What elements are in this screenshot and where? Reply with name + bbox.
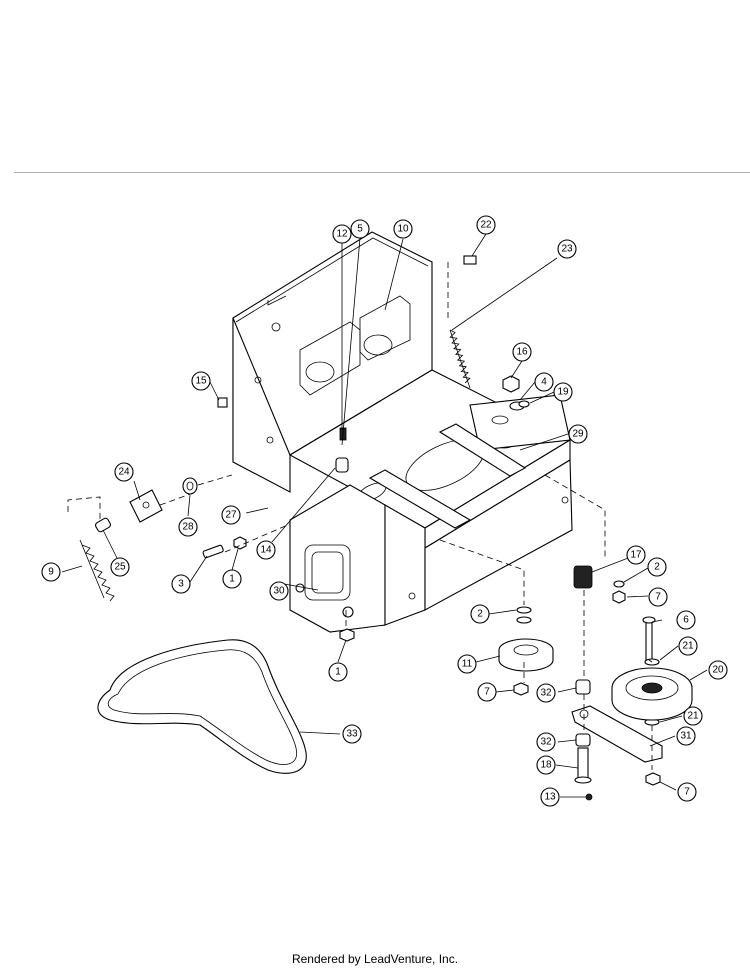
callout-5: 5 [350, 219, 370, 239]
callout-30: 30 [269, 581, 289, 601]
svg-text:3: 3 [178, 579, 184, 590]
svg-text:6: 6 [683, 615, 689, 626]
svg-text:24: 24 [118, 467, 130, 478]
callout-22: 22 [476, 215, 496, 235]
nut-1-lower [339, 628, 355, 642]
callout-14: 14 [256, 540, 276, 560]
callout-2-a: 2 [647, 557, 667, 577]
callout-21-b: 21 [683, 706, 703, 726]
svg-text:14: 14 [260, 545, 272, 556]
svg-text:22: 22 [480, 220, 492, 231]
svg-text:1: 1 [335, 667, 341, 678]
svg-text:7: 7 [655, 592, 661, 603]
header-divider [14, 172, 750, 173]
callout-1-a: 1 [222, 569, 242, 589]
callout-24: 24 [114, 462, 134, 482]
svg-text:2: 2 [654, 562, 660, 573]
callout-20: 20 [708, 660, 728, 680]
pulley-assembly [345, 262, 693, 801]
callout-11: 11 [457, 654, 477, 674]
callout-17: 17 [626, 545, 646, 565]
left-tension-parts [67, 474, 291, 602]
footer-credit: Rendered by LeadVenture, Inc. [291, 952, 459, 966]
callout-32-a: 32 [536, 683, 556, 703]
svg-text:29: 29 [572, 429, 584, 440]
callout-12: 12 [332, 224, 352, 244]
svg-text:13: 13 [544, 792, 556, 803]
svg-text:19: 19 [557, 387, 569, 398]
svg-text:25: 25 [114, 562, 126, 573]
svg-text:33: 33 [346, 729, 358, 740]
svg-text:28: 28 [182, 522, 194, 533]
svg-text:9: 9 [48, 567, 54, 578]
callout-28: 28 [178, 517, 198, 537]
callout-21-a: 21 [678, 636, 698, 656]
callout-16: 16 [512, 342, 532, 362]
svg-text:23: 23 [561, 244, 573, 255]
callout-7-b: 7 [477, 682, 497, 702]
callout-13: 13 [540, 787, 560, 807]
svg-text:27: 27 [225, 510, 237, 521]
leader-lines [61, 233, 708, 798]
callout-33: 33 [342, 724, 362, 744]
svg-text:32: 32 [540, 737, 552, 748]
svg-text:2: 2 [477, 609, 483, 620]
callout-15: 15 [191, 371, 211, 391]
svg-text:18: 18 [540, 760, 552, 771]
svg-text:16: 16 [516, 347, 528, 358]
svg-text:21: 21 [687, 711, 699, 722]
svg-text:4: 4 [541, 377, 547, 388]
callout-6: 6 [676, 610, 696, 630]
callout-7-c: 7 [677, 782, 697, 802]
svg-text:17: 17 [630, 550, 642, 561]
callout-4: 4 [534, 372, 554, 392]
callout-18: 18 [536, 755, 556, 775]
svg-text:20: 20 [712, 665, 724, 676]
callout-2-b: 2 [470, 604, 490, 624]
svg-text:32: 32 [540, 688, 552, 699]
svg-text:11: 11 [462, 659, 473, 670]
callout-7-a: 7 [648, 587, 668, 607]
svg-text:21: 21 [682, 641, 694, 652]
svg-text:15: 15 [195, 376, 207, 387]
svg-text:7: 7 [484, 687, 490, 698]
callout-9: 9 [41, 562, 61, 582]
svg-text:30: 30 [273, 586, 285, 597]
callout-10: 10 [393, 219, 413, 239]
drive-belt-33 [97, 639, 307, 774]
callout-25: 25 [110, 557, 130, 577]
svg-text:31: 31 [680, 731, 692, 742]
callout-1-b: 1 [328, 662, 348, 682]
callout-19: 19 [553, 382, 573, 402]
main-frame [217, 231, 573, 633]
callout-32-b: 32 [536, 732, 556, 752]
callout-31: 31 [676, 726, 696, 746]
svg-text:7: 7 [684, 787, 690, 798]
spring-23 [449, 329, 471, 389]
svg-text:1: 1 [229, 574, 235, 585]
callout-3: 3 [171, 574, 191, 594]
callout-29: 29 [568, 424, 588, 444]
callout-23: 23 [557, 239, 577, 259]
svg-text:12: 12 [336, 229, 348, 240]
callout-27: 27 [221, 505, 241, 525]
svg-text:10: 10 [397, 224, 409, 235]
svg-text:5: 5 [357, 224, 363, 235]
